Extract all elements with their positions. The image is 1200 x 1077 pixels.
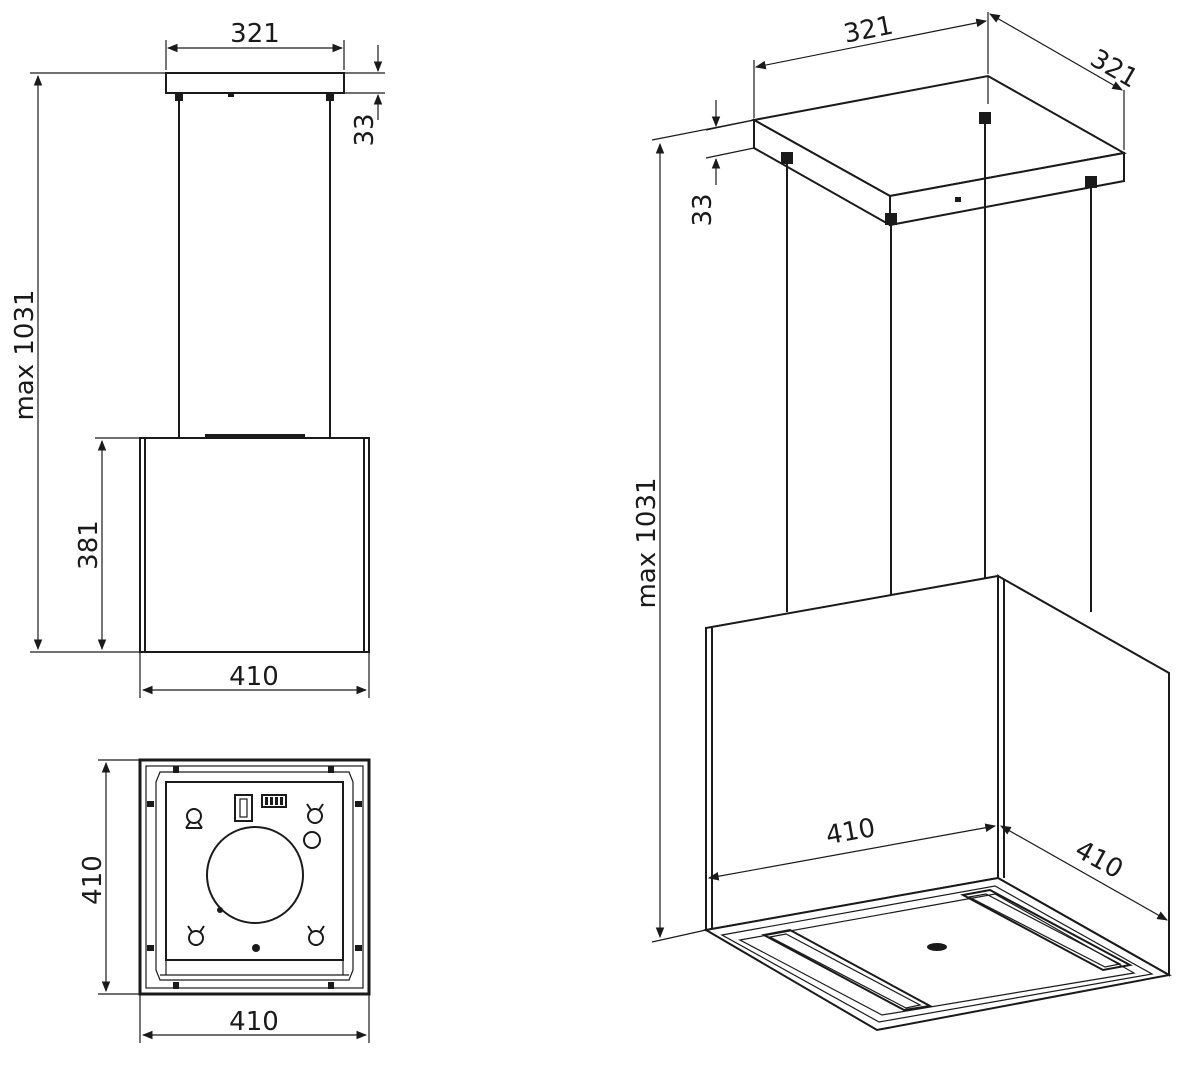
iso-light-strip-right bbox=[960, 888, 1133, 972]
iso-dim-top-depth-label: 321 bbox=[1085, 44, 1143, 95]
iso-dim-total-height-label: max 1031 bbox=[632, 477, 662, 608]
iso-light-strip-left bbox=[761, 928, 934, 1012]
terminal-block bbox=[261, 794, 287, 808]
dim-top-width-label: 321 bbox=[230, 19, 280, 49]
bottom-frame-outer bbox=[138, 758, 371, 996]
iso-dim-top-width-label: 321 bbox=[841, 11, 895, 50]
dim-plate-height-label: 33 bbox=[350, 113, 380, 146]
front-view: 321 33 max 1031 381 410 bbox=[10, 19, 385, 698]
dim-total-height-label: max 1031 bbox=[10, 289, 40, 420]
hood-body-front bbox=[139, 437, 370, 653]
dim-body-width-label: 410 bbox=[229, 662, 279, 692]
keyhole-mount-bottom-right bbox=[307, 925, 325, 946]
bottom-plate bbox=[165, 781, 344, 961]
cable-hole bbox=[303, 831, 321, 849]
duct-opening bbox=[206, 826, 304, 924]
keyhole-mount-top-left bbox=[185, 808, 203, 829]
ceiling-plate bbox=[165, 72, 345, 94]
iso-hood-front-face bbox=[705, 574, 999, 932]
dim-body-height-label: 381 bbox=[74, 520, 104, 570]
dim-bottom-height-label: 410 bbox=[78, 855, 108, 905]
bottom-view: 410 410 bbox=[78, 758, 371, 1043]
iso-dim-plate-height-label: 33 bbox=[688, 193, 718, 226]
dim-bottom-width-label: 410 bbox=[229, 1007, 279, 1037]
cable-anchor-right bbox=[326, 93, 334, 101]
cable-anchor-left bbox=[175, 93, 183, 101]
switch-box bbox=[234, 794, 253, 822]
keyhole-mount-bottom-left bbox=[187, 925, 205, 946]
isometric-view: 321 321 33 max 1031 410 410 bbox=[632, 11, 1172, 1032]
keyhole-mount-top-right bbox=[306, 803, 324, 824]
iso-control-knob bbox=[927, 943, 947, 951]
